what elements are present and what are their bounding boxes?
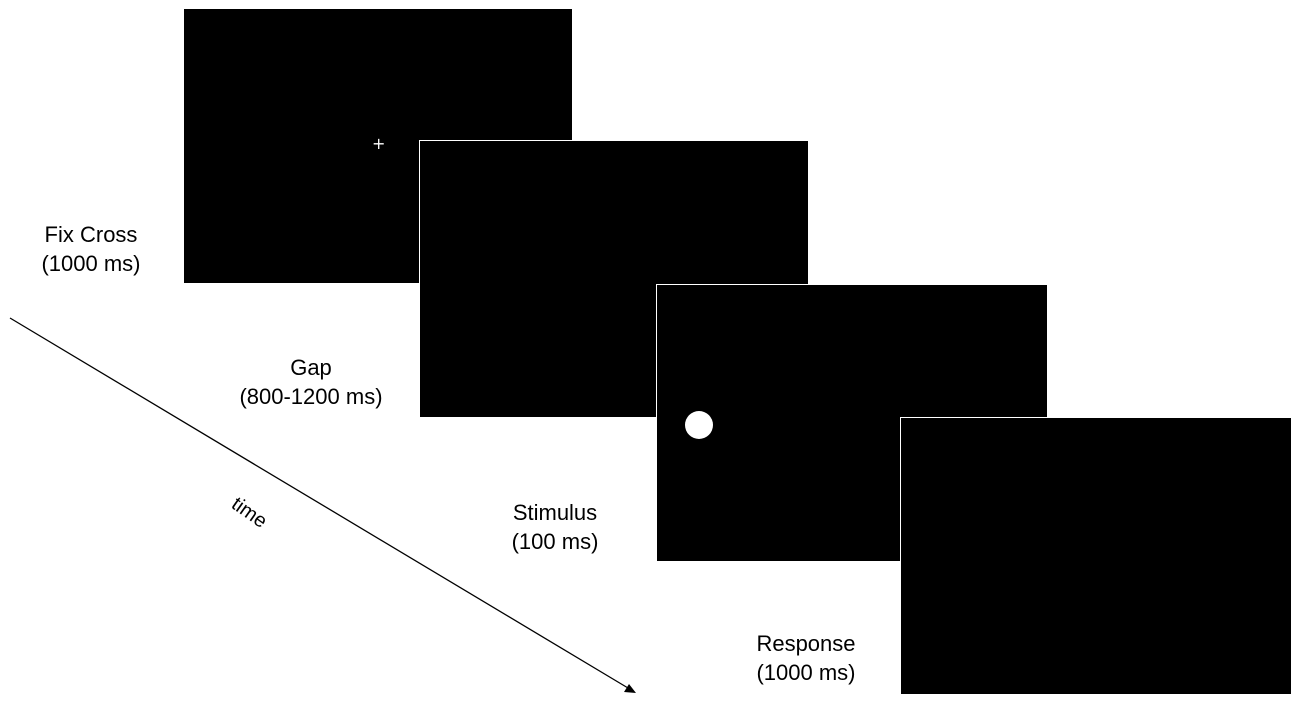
response-duration: (1000 ms) <box>756 660 856 685</box>
time-arrow-head-icon <box>624 684 636 693</box>
fixation-label: Fix Cross (1000 ms) <box>30 220 152 278</box>
gap-duration: (800-1200 ms) <box>239 384 383 409</box>
stimulus-title: Stimulus <box>512 500 598 525</box>
stimulus-label: Stimulus (100 ms) <box>495 498 615 556</box>
time-arrow-line <box>9 317 629 689</box>
response-label: Response (1000 ms) <box>740 629 872 687</box>
gap-label: Gap (800-1200 ms) <box>224 353 398 411</box>
fixation-duration: (1000 ms) <box>41 251 141 276</box>
response-title: Response <box>756 631 856 656</box>
stimulus-duration: (100 ms) <box>511 529 599 554</box>
response-screen <box>900 417 1292 695</box>
stimulus-dot-icon <box>685 411 713 439</box>
gap-title: Gap <box>290 355 332 380</box>
fixation-title: Fix Cross <box>44 222 138 247</box>
fixation-cross-icon: + <box>372 134 386 153</box>
